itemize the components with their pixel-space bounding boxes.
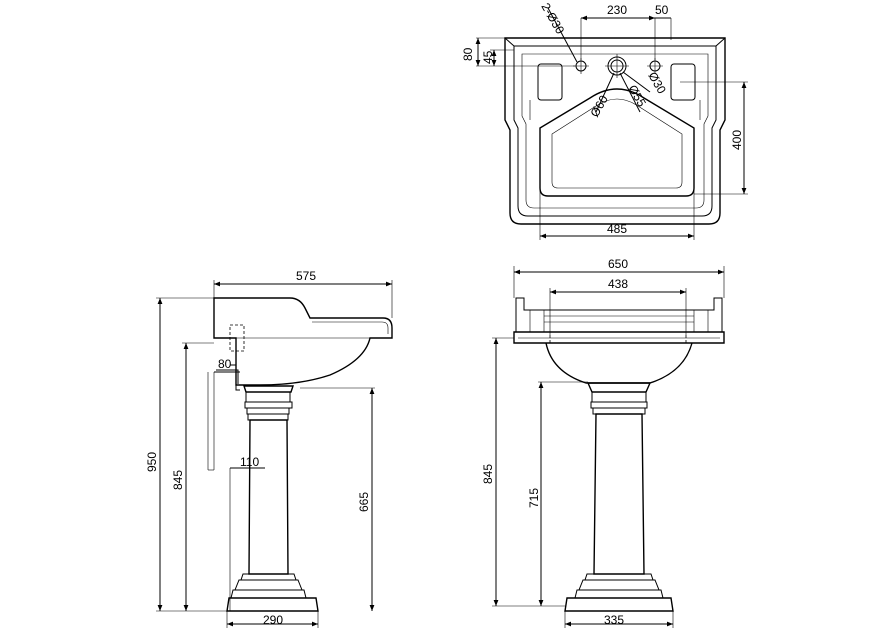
dim-tap-depth: 45 [481, 50, 495, 64]
side-pedestal [226, 385, 319, 612]
dim-side-depth: 575 [296, 269, 316, 283]
dim-bowl-dia-small: Ø30 [645, 70, 669, 97]
dim-tap-offset: 50 [655, 3, 669, 17]
front-view: 650 438 845 715 335 [481, 257, 725, 628]
plan-bowl-outline [539, 88, 695, 197]
dim-side-base-width: 290 [263, 613, 283, 627]
front-rim [513, 331, 725, 344]
side-basin-outline [213, 297, 393, 386]
plan-inner-rim [513, 45, 717, 217]
front-upstand [515, 297, 723, 333]
dim-supply-offset: 110 [240, 455, 259, 469]
dim-bowl-depth: 400 [730, 130, 744, 150]
dim-overflow-dia: Ø55 [625, 83, 649, 110]
front-pedestal [564, 382, 674, 612]
front-bowl [545, 342, 693, 384]
dim-front-overall-width: 650 [608, 257, 628, 271]
dim-pedestal-height: 665 [357, 492, 371, 512]
dim-overall-depth: 80 [461, 47, 475, 61]
plan-view: 230 50 2-Ø30 80 45 Ø60 Ø55 Ø30 400 485 [461, 1, 748, 240]
dim-tap-spacing: 230 [607, 3, 627, 17]
plan-soap-recess-left [537, 63, 563, 101]
plan-outer-rim [504, 37, 726, 225]
dim-front-inner-width: 438 [608, 277, 628, 291]
dim-bowl-width: 485 [607, 222, 627, 236]
dim-waste-offset: 80 [218, 357, 232, 371]
dim-front-base-width: 335 [604, 613, 624, 627]
dim-front-rim-height: 845 [481, 464, 495, 484]
dim-total-height: 950 [145, 452, 159, 472]
dim-hole-spec: 2-Ø30 [538, 1, 567, 37]
dim-front-pedestal-height: 715 [527, 488, 541, 508]
dim-side-rim-height: 845 [171, 470, 185, 490]
side-waste [230, 364, 240, 391]
side-tap-stub [229, 324, 245, 352]
side-view: 575 950 845 80 110 665 290 [145, 269, 393, 628]
